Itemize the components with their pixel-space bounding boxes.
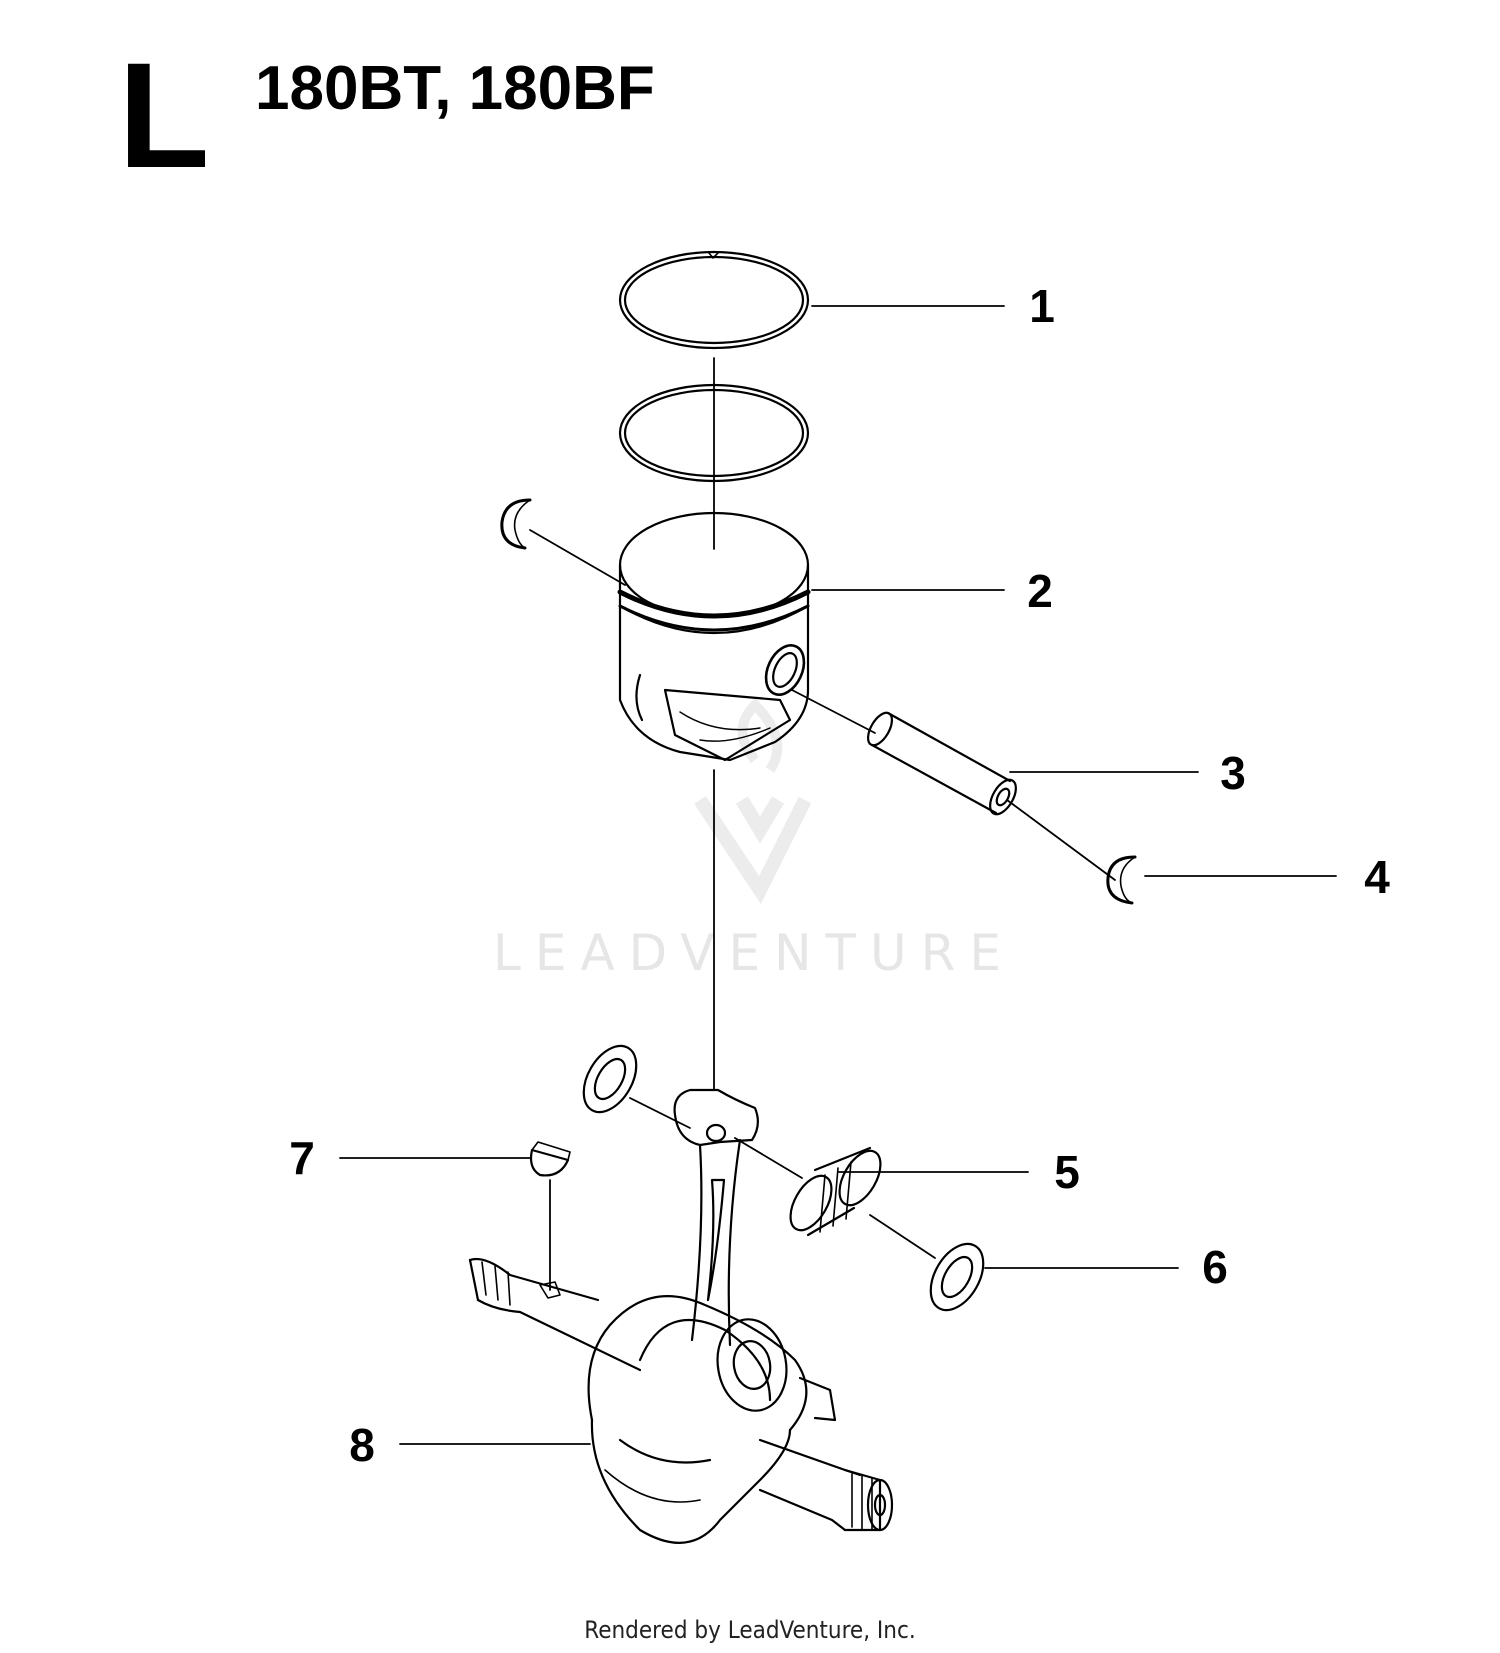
circlip <box>500 498 1137 905</box>
woodruff-key <box>529 1141 571 1177</box>
watermark: LEADVENTURE <box>493 697 1015 982</box>
callout-2: 2 <box>1027 565 1053 617</box>
section-letter: L <box>118 31 210 199</box>
model-title: 180BT, 180BF <box>255 54 655 123</box>
callout-1: 1 <box>1029 280 1055 332</box>
piston-pin <box>866 711 1017 816</box>
footer-credit: Rendered by LeadVenture, Inc. <box>584 1616 916 1644</box>
callout-3: 3 <box>1220 747 1246 799</box>
watermark-text: LEADVENTURE <box>493 924 1015 982</box>
crankshaft-assembly <box>468 1088 894 1544</box>
needle-bearing <box>789 1146 882 1237</box>
callout-6: 6 <box>1202 1241 1228 1293</box>
callout-4: 4 <box>1364 851 1390 903</box>
assembly-axis-lines <box>529 357 1116 1291</box>
thrust-washer <box>582 1044 985 1312</box>
callout-7: 7 <box>289 1132 315 1184</box>
leader-lines <box>339 305 1337 1445</box>
callout-5: 5 <box>1054 1146 1080 1198</box>
leadventure-logo-icon <box>694 697 812 904</box>
piston <box>617 511 811 762</box>
callout-8: 8 <box>349 1419 375 1471</box>
callout-numbers: 1 2 3 4 5 6 7 8 <box>289 280 1390 1471</box>
